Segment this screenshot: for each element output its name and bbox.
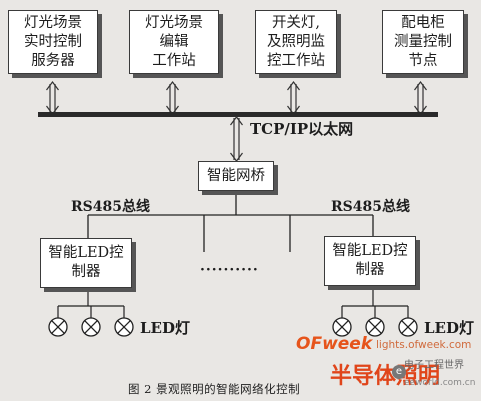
node-text-line: 编辑 [159, 33, 189, 50]
rs485-label-right: RS485总线 [331, 199, 410, 215]
led-lamps-left [48, 317, 134, 337]
watermark-brand: OFweek [296, 334, 373, 354]
led-controller-left: 智能LED控 制器 [40, 238, 132, 288]
node-bus-connectors [46, 81, 427, 115]
node-text-line: 及照明监 [267, 33, 325, 50]
node-scene-control-server: 灯光场景 实时控制 服务器 [8, 10, 98, 74]
led-lamp-icon [365, 317, 385, 337]
bridge-label: 智能网桥 [207, 167, 265, 184]
node-text-line: 实时控制 [24, 33, 82, 50]
watermark-url2: eeworld.com.cn [404, 378, 476, 388]
node-text-line: 节点 [408, 52, 438, 69]
node-text-line: 配电柜 [401, 14, 445, 31]
node-text-line: 灯光场景 [145, 14, 203, 31]
controller-text-line: 制器 [355, 262, 385, 278]
node-text-line: 灯光场景 [24, 14, 82, 31]
network-label: TCP/IP以太网 [250, 120, 354, 138]
led-lamp-icon [48, 317, 68, 337]
rs485-bus-lines [87, 194, 374, 252]
node-text-line: 工作站 [152, 52, 196, 69]
figure-caption: 图 2 景观照明的智能网络化控制 [128, 382, 301, 396]
led-lamp-icon [114, 317, 134, 337]
led-controller-right: 智能LED控 制器 [324, 236, 416, 286]
led-lamp-icon [398, 317, 418, 337]
node-scene-edit-workstation: 灯光场景 编辑 工作站 [129, 10, 219, 74]
led-lamp-icon [81, 317, 101, 337]
rs485-label-left: RS485总线 [71, 199, 150, 215]
led-lamps-right [332, 317, 418, 337]
node-text-line: 开关灯, [271, 14, 321, 31]
controller-text-line: 智能LED控 [48, 245, 124, 261]
watermark-sub: 电子工程世界 [404, 360, 464, 371]
bus-bridge-connector [230, 116, 243, 162]
ethernet-bus [38, 112, 438, 117]
led-label-right: LED灯 [424, 319, 474, 337]
led-label-left: LED灯 [140, 319, 190, 337]
watermark-name: 半导体照明 [330, 364, 441, 389]
node-monitor-workstation: 开关灯, 及照明监 控工作站 [255, 10, 337, 74]
led-lamp-icon [332, 317, 352, 337]
controller-text-line: 制器 [71, 264, 101, 280]
node-text-line: 服务器 [31, 52, 75, 69]
smart-bridge: 智能网桥 [198, 161, 274, 191]
watermark-url: lights.ofweek.com [376, 339, 472, 351]
node-text-line: 测量控制 [394, 33, 452, 50]
node-text-line: 控工作站 [267, 52, 325, 69]
more-controllers-ellipsis: ·········· [200, 262, 259, 278]
controller-text-line: 智能LED控 [332, 243, 408, 259]
watermark-badge-icon: e [392, 365, 406, 379]
led-wiring [57, 290, 409, 318]
node-switchgear-measure: 配电柜 测量控制 节点 [382, 10, 464, 74]
